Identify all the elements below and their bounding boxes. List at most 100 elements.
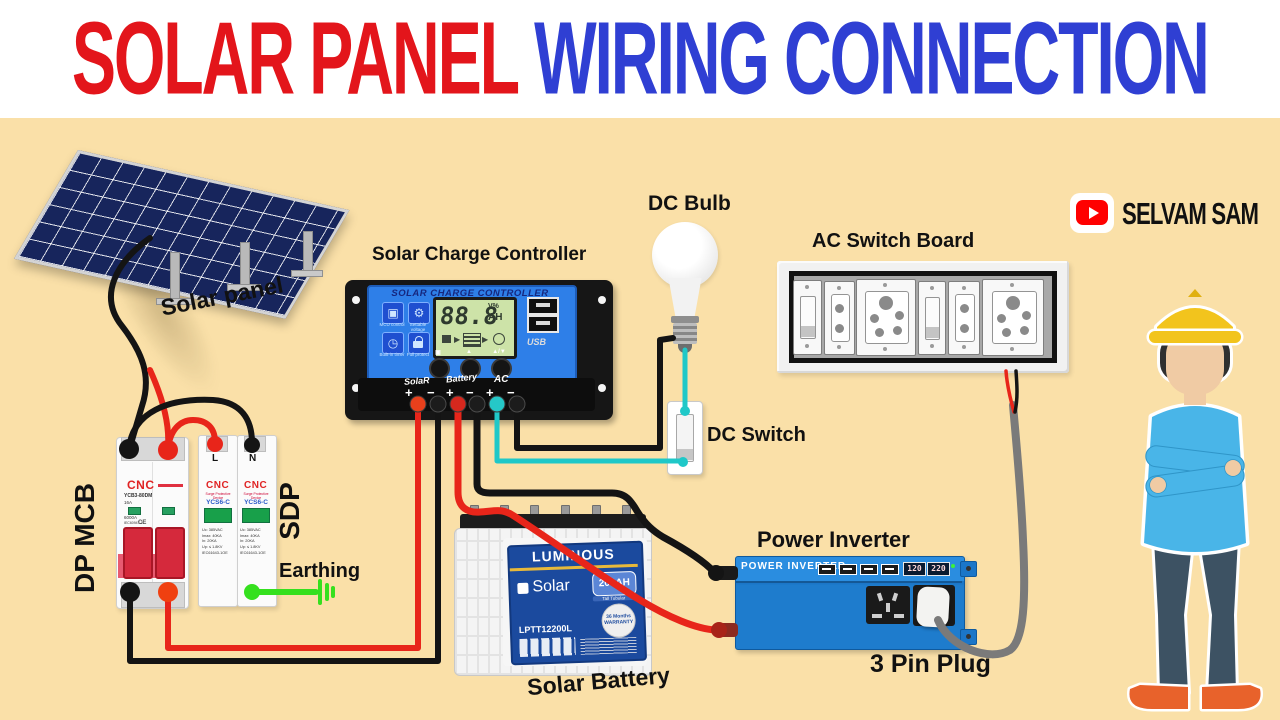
rocker-shade bbox=[801, 326, 815, 337]
controller-faceplate-title: SOLAR CHARGE CONTROLLER bbox=[391, 288, 549, 299]
module-screw bbox=[962, 345, 966, 349]
usb-pin bbox=[843, 568, 852, 570]
terminal-strip bbox=[358, 378, 595, 411]
terminal-sign: + bbox=[486, 385, 494, 400]
socket-hole bbox=[835, 324, 844, 333]
mcu-chip-icon: ▣ bbox=[382, 302, 404, 324]
arm-crossed-upper bbox=[1145, 445, 1245, 477]
controller-label: Solar Charge Controller bbox=[372, 244, 587, 265]
title-part-red: SOLAR PANEL bbox=[72, 1, 520, 116]
socket-hole bbox=[893, 326, 902, 335]
lcd-arrow-icon: ▶ bbox=[482, 335, 489, 344]
module-screw bbox=[805, 285, 809, 289]
controller-lcd: 88.8 V% AH ▶ ▶ bbox=[433, 297, 517, 359]
ac-switch-module[interactable] bbox=[918, 281, 946, 355]
bulb-tip bbox=[678, 344, 692, 353]
dc-switch-label: DC Switch bbox=[707, 424, 806, 446]
right-leg bbox=[1197, 536, 1241, 696]
earthing-label: Earthing bbox=[279, 560, 361, 582]
inverter-usb-port[interactable] bbox=[839, 564, 857, 575]
sdp-status-window bbox=[204, 508, 232, 523]
sdp-terminal-n: N bbox=[249, 453, 257, 464]
terminal-sign: + bbox=[405, 385, 413, 400]
sdp-specs: Uc: 385VAC Imax: 40KA In: 20KA Up: ≤ 1.8… bbox=[240, 528, 272, 556]
tab-hole bbox=[966, 634, 971, 639]
ac-5pin-socket[interactable] bbox=[856, 279, 916, 356]
controller-screw bbox=[352, 296, 360, 304]
three-pin-plug[interactable] bbox=[915, 586, 951, 628]
usb-port-icon bbox=[527, 297, 559, 315]
dc-switch-rocker[interactable] bbox=[676, 414, 694, 462]
socket-face bbox=[955, 294, 975, 342]
earthing-symbol bbox=[318, 579, 335, 605]
sdp-brand: CNC bbox=[206, 480, 230, 491]
button-glyph: ▣ bbox=[435, 350, 441, 356]
bulb-collar bbox=[671, 316, 699, 323]
battery-fineprint bbox=[580, 636, 637, 655]
socket-hole bbox=[997, 314, 1006, 323]
terminal-sign: − bbox=[427, 385, 435, 400]
ac-board-label: AC Switch Board bbox=[812, 230, 975, 252]
socket-hole bbox=[875, 328, 884, 337]
battery-label-panel: LUMINOUS Solar 200AH Tall Tubular 36 Mon… bbox=[506, 540, 648, 666]
clock-icon: ◷ bbox=[382, 332, 404, 354]
face bbox=[1166, 329, 1224, 395]
panel-foot bbox=[291, 270, 323, 277]
terminal-sign: − bbox=[507, 385, 515, 400]
mcb-indicator-window bbox=[128, 507, 141, 515]
dc-bulb bbox=[652, 222, 718, 288]
hat-brim bbox=[1146, 328, 1244, 346]
usb-pin bbox=[536, 303, 550, 307]
usb-pin bbox=[885, 568, 894, 570]
title-part-blue: WIRING CONNECTION bbox=[534, 1, 1210, 116]
inverter-usb-port[interactable] bbox=[818, 564, 836, 575]
mcb-toggle[interactable] bbox=[123, 527, 153, 579]
socket-hole bbox=[879, 296, 893, 310]
bulb-neck bbox=[668, 278, 702, 318]
ac-2pin-socket[interactable] bbox=[824, 281, 855, 355]
inverter-input-connector-black bbox=[716, 566, 738, 580]
module-screw bbox=[883, 283, 887, 287]
terminal-sign: − bbox=[466, 385, 474, 400]
ac-rocker[interactable] bbox=[925, 297, 940, 340]
socket-hole bbox=[960, 324, 969, 333]
torso bbox=[1140, 402, 1250, 556]
button-glyph: ▲/▼ bbox=[492, 349, 506, 355]
ac-rocker[interactable] bbox=[800, 296, 816, 339]
module-screw bbox=[1010, 283, 1014, 287]
universal-socket[interactable] bbox=[866, 586, 910, 624]
ac-switch-module[interactable] bbox=[793, 280, 822, 355]
dc-bulb-label: DC Bulb bbox=[648, 192, 731, 215]
usb-pin bbox=[822, 568, 831, 570]
inverter-input-connector-red bbox=[714, 623, 738, 637]
socket-slot bbox=[876, 592, 884, 602]
lcd-panel-icon bbox=[441, 334, 452, 344]
lcd-bulb-icon bbox=[493, 333, 505, 345]
rocker-shade bbox=[926, 327, 939, 338]
socket-hole bbox=[960, 304, 969, 313]
ac-2pin-socket[interactable] bbox=[948, 281, 980, 355]
sdp-label: SDP bbox=[274, 482, 305, 540]
hand bbox=[1149, 476, 1167, 494]
module-screw bbox=[930, 344, 934, 348]
dc-switch[interactable] bbox=[667, 401, 703, 475]
arm-crossed-lower bbox=[1145, 464, 1245, 498]
ac-5pin-socket[interactable] bbox=[982, 279, 1044, 356]
inverter-usb-port[interactable] bbox=[860, 564, 878, 575]
inverter-usb-port[interactable] bbox=[881, 564, 899, 575]
lcd-arrow-icon: ▶ bbox=[454, 335, 461, 344]
usb-pin bbox=[864, 568, 873, 570]
youtube-logo[interactable] bbox=[1070, 193, 1114, 233]
usb-label: USB bbox=[527, 337, 547, 347]
controller-screw bbox=[598, 384, 606, 392]
engineer-character bbox=[1126, 289, 1264, 712]
mcb-toggle[interactable] bbox=[155, 527, 185, 579]
mcb-terminal-block bbox=[121, 582, 185, 608]
usb-port-icon bbox=[527, 315, 559, 333]
module-screw bbox=[1010, 347, 1014, 351]
terminal-group-label: AC bbox=[494, 374, 509, 385]
left-leg bbox=[1151, 536, 1195, 696]
title-banner: SOLAR PANEL WIRING CONNECTION bbox=[0, 0, 1280, 118]
module-screw bbox=[837, 345, 841, 349]
